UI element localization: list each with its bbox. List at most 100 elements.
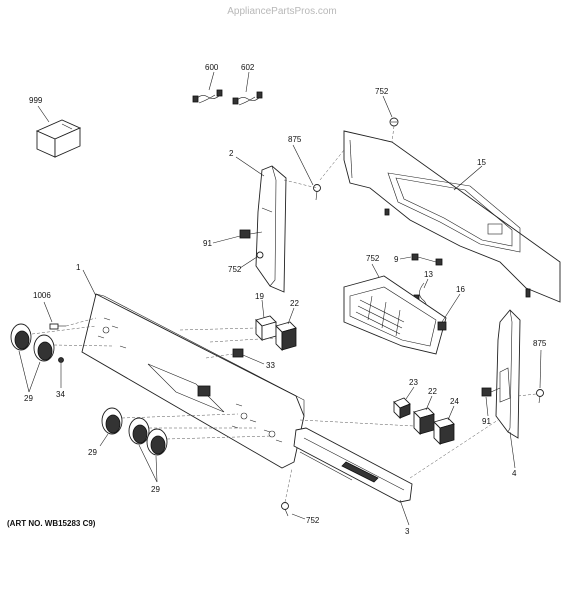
dash-switches-to-panel	[299, 419, 415, 427]
callout-752-board[interactable]: 752	[366, 254, 380, 263]
callout-22-lower[interactable]: 22	[428, 387, 437, 396]
callout-29-left[interactable]: 29	[24, 394, 33, 403]
part-15-bracket-panel[interactable]	[343, 130, 561, 303]
part-34-clip[interactable]	[58, 357, 64, 363]
part-4-right-endcap[interactable]	[495, 309, 521, 439]
callout-33[interactable]: 33	[266, 361, 275, 370]
part-752-screw-bottom[interactable]	[281, 502, 289, 517]
leader-602	[245, 71, 250, 93]
part-29-knob-lower-2[interactable]	[128, 417, 150, 445]
callout-22-upper[interactable]: 22	[290, 299, 299, 308]
part-9-harness[interactable]	[411, 253, 443, 266]
dash-752-to-15	[391, 125, 395, 143]
leader-1006	[43, 301, 53, 323]
leader-13	[423, 278, 429, 289]
leader-875-upper	[292, 144, 314, 186]
part-22-switch-upper[interactable]	[275, 321, 297, 352]
callout-91-left[interactable]: 91	[203, 239, 212, 248]
part-3-trim[interactable]	[293, 427, 413, 503]
dash-knob1-to-panel	[31, 325, 97, 335]
board-keypad-grid	[355, 295, 405, 337]
callout-875-right[interactable]: 875	[533, 339, 547, 348]
part-23-switch[interactable]	[393, 397, 411, 420]
callout-4[interactable]: 4	[512, 469, 517, 478]
callout-29-lower-left[interactable]: 29	[88, 448, 97, 457]
watermark-text: AppliancePartsPros.com	[227, 6, 337, 17]
callout-34[interactable]: 34	[56, 390, 65, 399]
callout-29-lower-right[interactable]: 29	[151, 485, 160, 494]
callout-13[interactable]: 13	[424, 270, 433, 279]
part-1-control-panel[interactable]	[81, 293, 305, 469]
part-602-harness[interactable]	[232, 91, 263, 106]
part-875-screw-upper[interactable]	[313, 184, 321, 201]
callout-23[interactable]: 23	[409, 378, 418, 387]
part-24-switch[interactable]	[433, 417, 455, 446]
callout-752-top[interactable]: 752	[375, 87, 389, 96]
callout-15[interactable]: 15	[477, 158, 486, 167]
leader-91-left	[212, 235, 241, 244]
part-752-screw-top[interactable]	[389, 117, 399, 127]
callout-24[interactable]: 24	[450, 397, 459, 406]
part-875-screw-right[interactable]	[536, 389, 544, 404]
part-22-switch-lower[interactable]	[413, 407, 435, 436]
leader-22-lower	[425, 395, 433, 411]
leader-752-mid	[239, 256, 258, 269]
callout-91-right[interactable]: 91	[482, 417, 491, 426]
leader-3	[399, 499, 410, 526]
dash-752-to-panel	[284, 467, 293, 503]
callout-752-mid[interactable]: 752	[228, 265, 242, 274]
dash-trim-to-4	[409, 419, 499, 479]
callout-9[interactable]: 9	[394, 255, 399, 264]
leader-19	[261, 299, 265, 319]
art-number: (ART NO. WB15283 C9)	[7, 519, 96, 528]
callout-600[interactable]: 600	[205, 63, 219, 72]
callout-2[interactable]: 2	[229, 149, 234, 158]
part-91-clip-right[interactable]	[481, 387, 501, 397]
leader-9	[399, 256, 412, 260]
callout-1006[interactable]: 1006	[33, 291, 51, 300]
callout-999[interactable]: 999	[29, 96, 43, 105]
dash-875-to-2	[283, 179, 318, 189]
dash-875-to-15	[319, 149, 345, 181]
callout-752-bottom[interactable]: 752	[306, 516, 320, 525]
part-33-clip[interactable]	[232, 348, 244, 358]
dash-33-to-panel	[205, 353, 234, 359]
part-600-harness[interactable]	[192, 89, 223, 104]
dash-knob5-to-panel	[166, 435, 273, 440]
dash-1006-to-1	[65, 317, 97, 327]
part-29-knob-lower-1[interactable]	[101, 407, 123, 435]
part-999-box[interactable]	[35, 119, 82, 158]
leader-23	[405, 386, 415, 400]
callout-19[interactable]: 19	[255, 292, 264, 301]
leader-29-left-b	[28, 361, 41, 393]
callout-3[interactable]: 3	[405, 527, 410, 536]
leader-29-lower-left	[99, 433, 109, 447]
part-29-knob-left-2[interactable]	[33, 334, 55, 362]
part-752-screw-mid[interactable]	[256, 251, 264, 259]
part-29-knob-left-1[interactable]	[10, 323, 32, 351]
leader-999	[37, 105, 50, 123]
leader-4	[509, 431, 516, 469]
leader-752-board	[371, 263, 381, 280]
dash-knob3-to-panel	[121, 413, 239, 419]
panel-key-marks	[97, 317, 283, 443]
part-1006-screw[interactable]	[49, 323, 66, 330]
dash-22-to-panel	[209, 337, 277, 343]
leader-29-lower-b	[155, 455, 158, 483]
callout-875-upper[interactable]: 875	[288, 135, 302, 144]
leader-2	[235, 156, 265, 177]
dash-875-to-4	[517, 393, 537, 397]
leader-29-lower-a	[138, 444, 158, 483]
part-16-control-board[interactable]	[343, 275, 447, 355]
leader-1	[82, 269, 97, 297]
part-19-switch[interactable]	[255, 315, 277, 342]
leader-15	[453, 165, 483, 191]
leader-600	[208, 71, 215, 91]
leader-91-right	[485, 396, 489, 417]
callout-602[interactable]: 602	[241, 63, 255, 72]
callout-16[interactable]: 16	[456, 285, 465, 294]
callout-1[interactable]: 1	[76, 263, 81, 272]
part-2-left-endcap[interactable]	[239, 165, 287, 293]
part-29-knob-lower-3[interactable]	[146, 428, 168, 456]
